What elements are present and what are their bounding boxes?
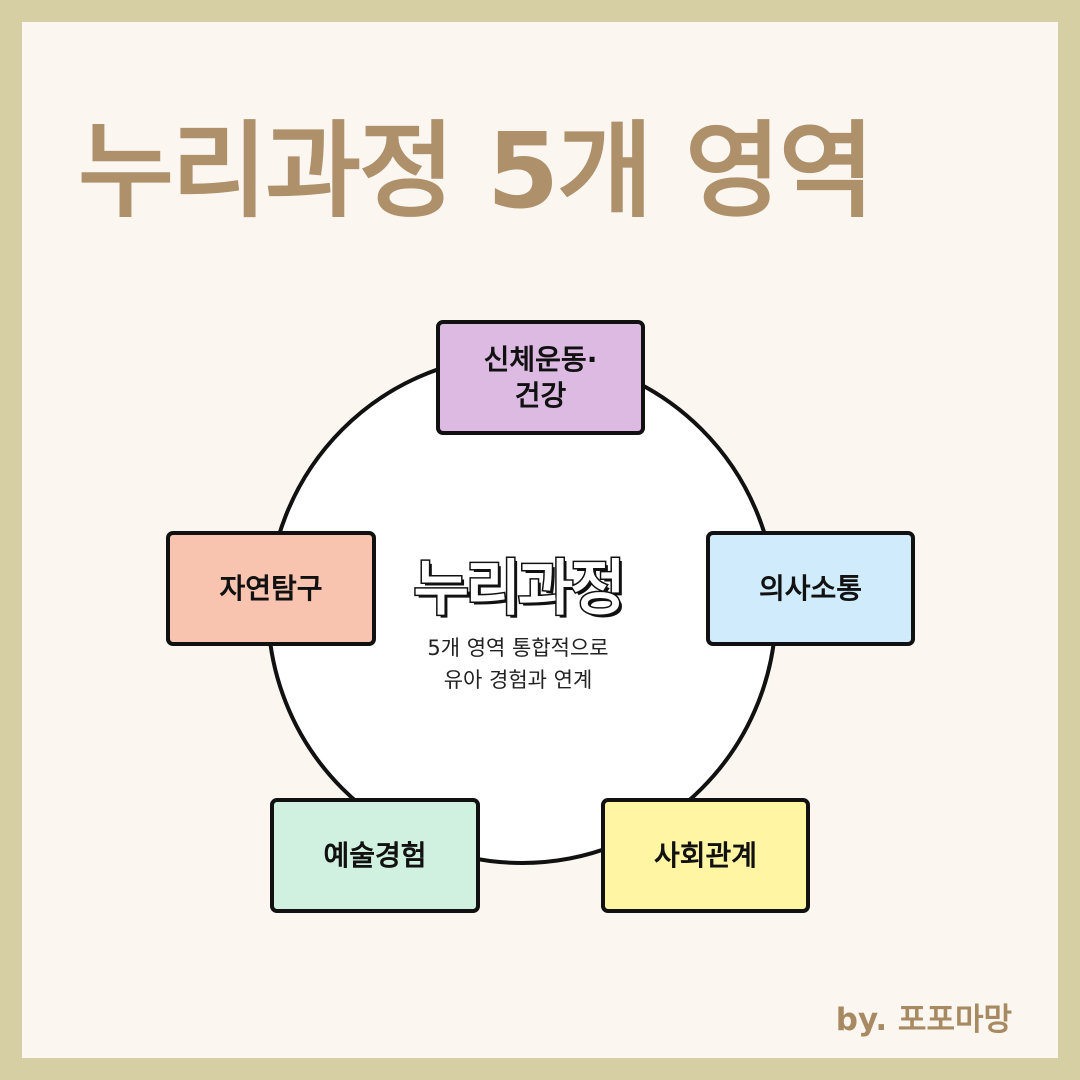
author-credit: by. 포포마망 [835,1002,1012,1038]
center-description-line: 5개 영역 통합적으로 [427,636,609,660]
area-box-physical-health: 신체운동· 건강 [436,320,645,435]
center-description-line: 유아 경험과 연계 [443,668,593,692]
area-label: 건강 [514,378,567,412]
area-box-nature-inquiry: 자연탐구 [166,531,376,646]
area-label: 사회관계 [653,838,758,872]
center-title: 누리과정 [412,553,627,626]
area-label: 예술경험 [323,838,427,872]
center-description: 5개 영역 통합적으로 유아 경험과 연계 [368,632,668,696]
area-label: 신체운동· [483,342,598,376]
area-box-art-experience: 예술경험 [270,798,480,913]
area-label: 자연탐구 [219,571,323,605]
area-box-social-relations: 사회관계 [601,798,810,913]
area-label: 의사소통 [758,571,863,605]
area-box-communication: 의사소통 [706,531,915,646]
page-title: 누리과정 5개 영역 [78,110,875,232]
